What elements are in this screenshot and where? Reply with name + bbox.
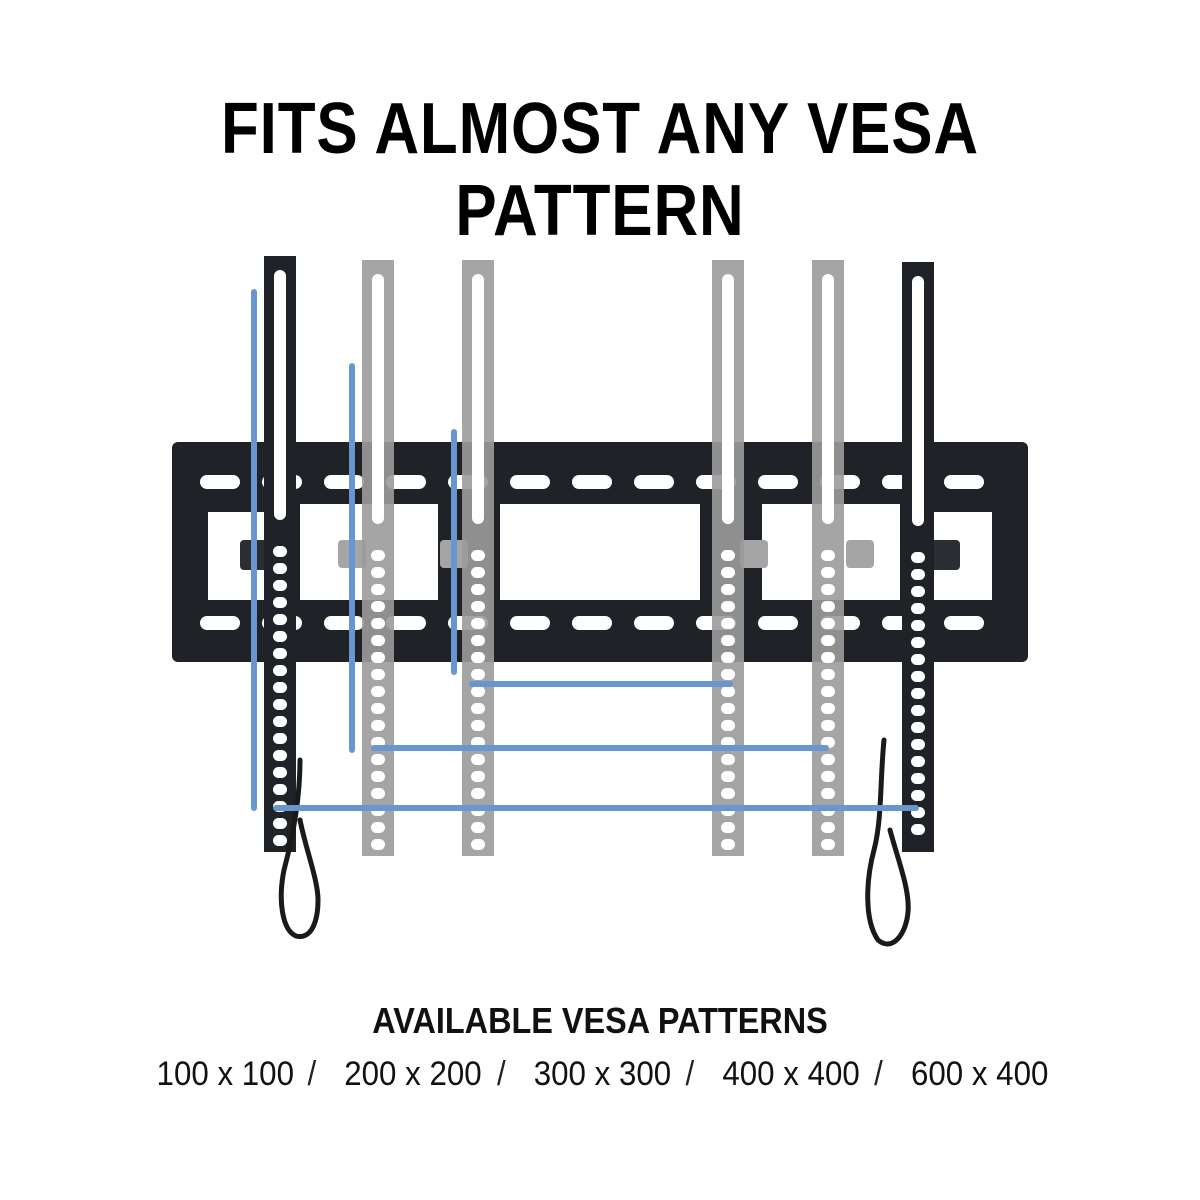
arm-icon <box>462 260 494 856</box>
arm-icon <box>264 256 296 852</box>
patterns-subheading: AVAILABLE VESA PATTERNS <box>372 1000 828 1041</box>
pattern-200x200: 200 x 200 <box>344 1055 482 1093</box>
wall-plate-icon <box>172 442 1028 662</box>
arm-icon <box>362 260 394 856</box>
pattern-list: 100 x 100 / 200 x 200 / 300 x 300 / 400 … <box>48 1055 1152 1101</box>
pattern-400x400: 400 x 400 <box>722 1055 860 1093</box>
pattern-separator: / <box>685 1055 695 1093</box>
pattern-separator: / <box>307 1055 317 1093</box>
pattern-600x400: 600 x 400 <box>910 1055 1049 1093</box>
headline: FITS ALMOST ANY VESA PATTERN <box>220 89 980 251</box>
safety-strap-icon <box>278 737 911 947</box>
pattern-separator: / <box>496 1055 506 1093</box>
mounting-arms <box>264 256 934 856</box>
pattern-300x300: 300 x 300 <box>533 1055 672 1093</box>
arm-icon <box>902 262 934 852</box>
pattern-100x100: 100 x 100 <box>156 1055 294 1093</box>
vesa-span-lines <box>251 289 919 811</box>
pattern-separator: / <box>874 1055 883 1093</box>
arm-icon <box>712 260 744 856</box>
arm-icon <box>812 260 844 856</box>
